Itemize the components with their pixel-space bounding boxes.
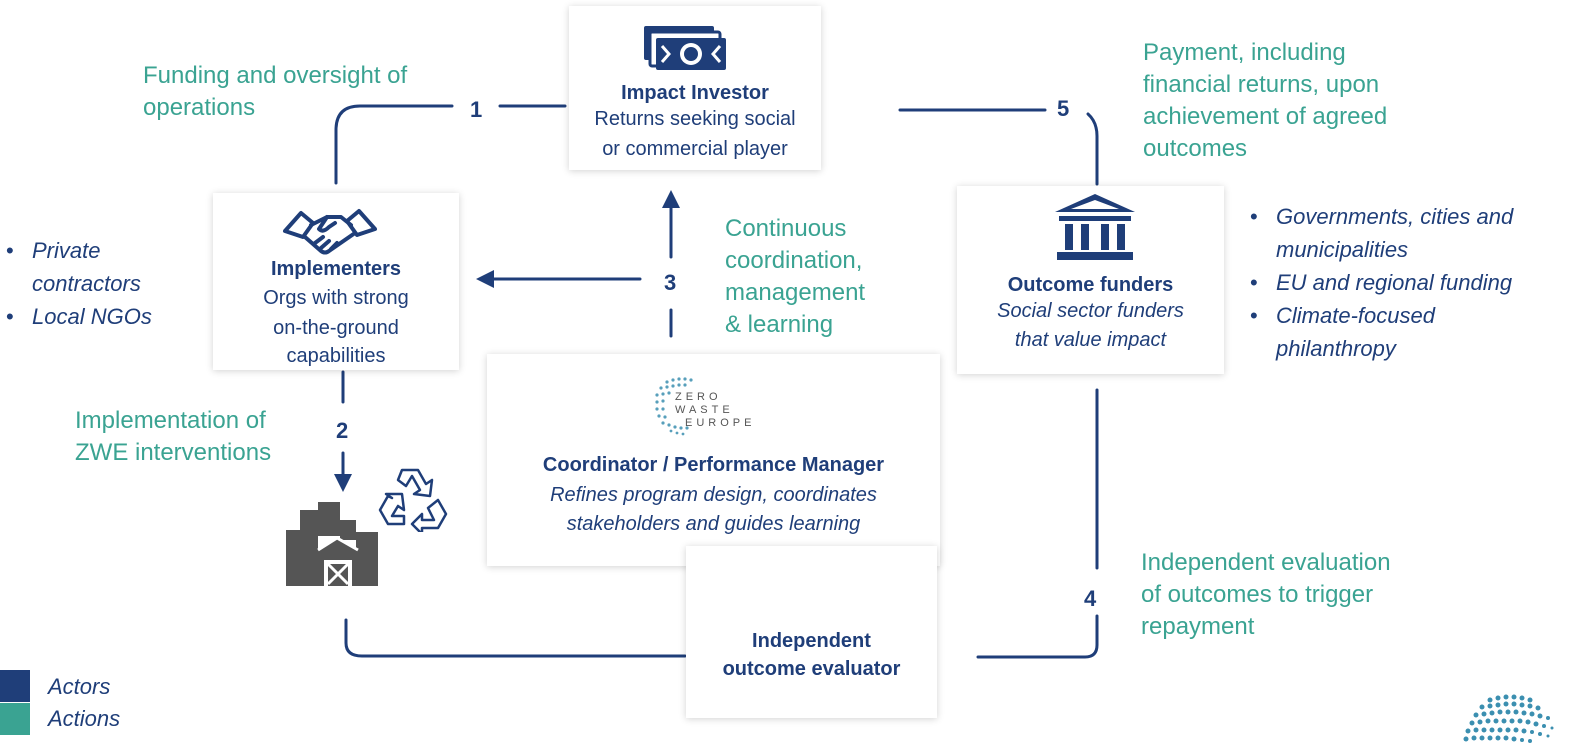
outcome-funders-line-2: that value impact	[1014, 329, 1167, 351]
coordinator-box: ZERO WASTE EUROPE Coordinator / Performa…	[487, 354, 940, 566]
arrowhead-3-left	[476, 270, 494, 288]
implementers-list-item: Local NGOs	[0, 300, 200, 333]
action-5-line-4: outcomes	[1143, 135, 1248, 162]
action-4-line-1: Independent evaluation	[1141, 549, 1391, 576]
action-3-line-3: management	[725, 279, 866, 306]
funders-list: Governments, cities and municipalities EU…	[1244, 200, 1584, 365]
action-1-line-2: operations	[143, 94, 256, 121]
factory-farm-icon	[286, 502, 378, 586]
funders-list-item: EU and regional funding	[1244, 266, 1584, 299]
step-5: 5	[1057, 96, 1070, 121]
funders-list-text-1: Governments, cities and	[1276, 204, 1514, 229]
implementers-box: Implementers Orgs with strong on-the-gro…	[213, 193, 459, 370]
action-1-text: Funding and oversight of operations	[143, 60, 407, 124]
outcome-funders-title: Outcome funders	[1007, 274, 1174, 296]
coordinator-title: Coordinator / Performance Manager	[542, 454, 885, 476]
connector-1b	[334, 104, 454, 185]
impact-investor-box: Impact Investor Returns seeking social o…	[569, 6, 821, 170]
connector-5b	[1086, 112, 1099, 186]
coordinator-line-1: Refines program design, coordinates	[550, 484, 877, 506]
action-5-line-1: Payment, including	[1143, 39, 1346, 66]
coordinator-line-2: stakeholders and guides learning	[566, 513, 861, 535]
step-4: 4	[1084, 586, 1097, 611]
outcome-funders-box: Outcome funders Social sector funders th…	[957, 186, 1224, 374]
step-1: 1	[470, 97, 483, 122]
step-2: 2	[336, 418, 349, 443]
action-4-line-3: repayment	[1141, 613, 1255, 640]
action-2-line-1: Implementation of	[75, 407, 266, 434]
legend-actors-label: Actors	[48, 674, 111, 699]
legend-actions-label: Actions	[48, 706, 121, 731]
arrowhead-2-down	[334, 474, 352, 492]
arrowhead-3-up	[662, 190, 680, 208]
legend-actors-swatch	[0, 670, 30, 702]
funders-list-text-4: Climate-focused	[1276, 303, 1435, 328]
impact-investor-title: Impact Investor	[621, 82, 769, 104]
implementers-line-1: Orgs with strong	[263, 287, 409, 309]
legend-actions-swatch	[0, 703, 30, 735]
implementers-list-text-3: Local NGOs	[32, 304, 152, 329]
zwe-logo-line-3: EUROPE	[685, 417, 756, 429]
implementers-list-item: Private contractors	[0, 234, 200, 300]
impact-investor-line-1: Returns seeking social	[594, 108, 796, 130]
funders-list-text-2: municipalities	[1276, 237, 1409, 262]
action-3-line-4: & learning	[725, 311, 834, 338]
money-icon	[644, 26, 726, 70]
action-3-line-1: Continuous	[725, 215, 847, 242]
corner-logo-icon	[1463, 694, 1554, 743]
connector-4b	[976, 614, 1099, 659]
action-5-text: Payment, including financial returns, up…	[1143, 37, 1387, 165]
evaluator-box: Independent outcome evaluator	[686, 546, 937, 718]
action-1-line-1: Funding and oversight of	[143, 62, 408, 89]
recycle-icon	[378, 468, 448, 532]
implementers-list: Private contractors Local NGOs	[0, 234, 200, 333]
action-5-line-3: achievement of agreed	[1143, 103, 1388, 130]
funders-list-text-3: EU and regional funding	[1276, 270, 1513, 295]
connector-eval-left	[344, 618, 687, 658]
implementers-line-2: on-the-ground	[273, 317, 399, 339]
step-3: 3	[664, 270, 677, 295]
zwe-logo-icon	[655, 377, 693, 436]
implementers-list-text-2: contractors	[32, 271, 141, 296]
impact-investor-line-2: or commercial player	[602, 138, 788, 160]
action-4-text: Independent evaluation of outcomes to tr…	[1141, 547, 1391, 643]
evaluator-line-1: Independent	[752, 630, 871, 652]
outcome-funders-line-1: Social sector funders	[997, 300, 1184, 322]
implementers-title: Implementers	[270, 258, 402, 280]
action-5-line-2: financial returns, upon	[1143, 71, 1380, 98]
action-4-line-2: of outcomes to trigger	[1141, 581, 1374, 608]
evaluator-line-2: outcome evaluator	[722, 658, 901, 680]
action-2-line-2: ZWE interventions	[75, 439, 272, 466]
implementers-list-text-1: Private	[32, 238, 101, 263]
implementers-line-3: capabilities	[286, 345, 386, 367]
zwe-logo-line-2: WASTE	[675, 404, 734, 416]
action-3-text: Continuous coordination, management & le…	[725, 213, 865, 341]
funders-list-text-5: philanthropy	[1276, 336, 1396, 361]
funders-list-item: Governments, cities and municipalities	[1244, 200, 1584, 266]
zwe-logo-line-1: ZERO	[675, 391, 722, 403]
funders-list-item: Climate-focused philanthropy	[1244, 299, 1584, 365]
action-2-text: Implementation of ZWE interventions	[75, 405, 271, 469]
action-3-line-2: coordination,	[725, 247, 863, 274]
handshake-icon	[283, 209, 377, 255]
bank-icon	[1055, 194, 1135, 260]
